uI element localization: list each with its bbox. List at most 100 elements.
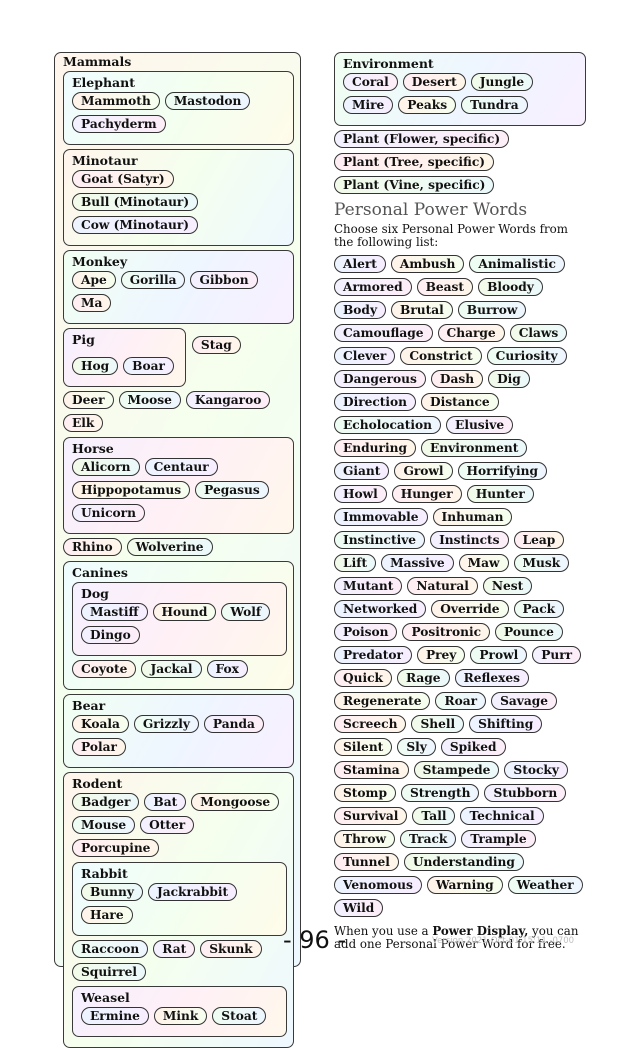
- weasel-title: Weasel: [81, 990, 130, 1005]
- tag-plant-flower-specific: Plant (Flower, specific): [334, 130, 510, 148]
- tag-skunk: Skunk: [200, 940, 262, 958]
- tag-squirrel: Squirrel: [72, 963, 147, 981]
- tag-clever: Clever: [334, 347, 396, 365]
- tag-quick: Quick: [334, 669, 392, 687]
- tag-deer: Deer: [63, 391, 114, 409]
- tag-trample: Trample: [461, 830, 536, 848]
- tag-musk: Musk: [513, 554, 570, 572]
- tag-technical: Technical: [460, 807, 544, 825]
- tag-shell: Shell: [411, 715, 465, 733]
- tag-hog: Hog: [72, 357, 119, 375]
- tag-wolverine: Wolverine: [126, 538, 213, 556]
- bear-title: Bear: [72, 698, 106, 713]
- tag-sly: Sly: [397, 738, 436, 756]
- tag-rhino: Rhino: [63, 538, 122, 556]
- tag-unicorn: Unicorn: [72, 504, 145, 522]
- rabbit-title: Rabbit: [81, 866, 128, 881]
- rodent-title: Rodent: [72, 776, 123, 791]
- tag-badger: Badger: [72, 793, 140, 811]
- tag-mastiff: Mastiff: [81, 603, 148, 621]
- tag-mire: Mire: [343, 96, 394, 114]
- tag-roar: Roar: [435, 692, 487, 710]
- tag-natural: Natural: [407, 577, 478, 595]
- tag-burrow: Burrow: [457, 301, 527, 319]
- tag-wolf: Wolf: [221, 603, 271, 621]
- tag-enduring: Enduring: [334, 439, 416, 457]
- tag-coyote: Coyote: [72, 660, 137, 678]
- tag-maw: Maw: [458, 554, 509, 572]
- tag-hunger: Hunger: [391, 485, 462, 503]
- tag-peaks: Peaks: [398, 96, 457, 114]
- tag-override: Override: [431, 600, 509, 618]
- tag-lift: Lift: [334, 554, 377, 572]
- mammals-title: Mammals: [63, 54, 132, 69]
- tag-hunter: Hunter: [466, 485, 534, 503]
- tag-pachyderm: Pachyderm: [72, 115, 166, 133]
- tag-reflexes: Reflexes: [454, 669, 529, 687]
- tag-track: Track: [399, 830, 457, 848]
- pig-title: Pig: [72, 332, 95, 347]
- tag-poison: Poison: [334, 623, 398, 641]
- tag-armored: Armored: [334, 278, 412, 296]
- tag-stampede: Stampede: [413, 761, 500, 779]
- tag-bull-minotaur: Bull (Minotaur): [72, 193, 199, 211]
- tag-tall: Tall: [412, 807, 456, 825]
- tag-body: Body: [334, 301, 387, 319]
- tag-prey: Prey: [416, 646, 466, 664]
- tag-dig: Dig: [488, 370, 530, 388]
- tag-direction: Direction: [334, 393, 417, 411]
- tag-spiked: Spiked: [440, 738, 506, 756]
- tag-giant: Giant: [334, 462, 390, 480]
- dog-title: Dog: [81, 586, 109, 601]
- tag-instinctive: Instinctive: [334, 531, 426, 549]
- power-words-heading: Personal Power Words: [334, 200, 528, 220]
- page-number: - 96 -: [283, 926, 347, 954]
- tag-pegasus: Pegasus: [195, 481, 269, 499]
- tag-ape: Ape: [72, 271, 116, 289]
- tag-stocky: Stocky: [504, 761, 568, 779]
- tag-screech: Screech: [334, 715, 407, 733]
- tag-coral: Coral: [343, 73, 398, 91]
- minotaur-tags: Goat (Satyr)Bull (Minotaur)Cow (Minotaur…: [72, 170, 287, 239]
- tag-warning: Warning: [426, 876, 503, 894]
- tag-inhuman: Inhuman: [432, 508, 513, 526]
- tag-survival: Survival: [334, 807, 408, 825]
- tag-nest: Nest: [482, 577, 533, 595]
- environment-title: Environment: [343, 56, 434, 71]
- tag-horrifying: Horrifying: [457, 462, 547, 480]
- tag-bloody: Bloody: [478, 278, 543, 296]
- tag-brutal: Brutal: [391, 301, 453, 319]
- elephant-title: Elephant: [72, 75, 136, 90]
- tag-distance: Distance: [421, 393, 499, 411]
- tag-moose: Moose: [118, 391, 181, 409]
- tag-polar: Polar: [72, 738, 126, 756]
- tag-stomp: Stomp: [334, 784, 396, 802]
- tag-claws: Claws: [509, 324, 568, 342]
- footer-text-bold: Power Display,: [432, 924, 529, 938]
- tag-environment: Environment: [420, 439, 528, 457]
- tag-centaur: Centaur: [144, 458, 218, 476]
- footer-text-post: you can add one Personal Power Word for …: [334, 924, 579, 951]
- monkey-title: Monkey: [72, 254, 128, 269]
- tag-alicorn: Alicorn: [72, 458, 140, 476]
- tag-plant-tree-specific: Plant (Tree, specific): [334, 153, 495, 171]
- tag-constrict: Constrict: [400, 347, 482, 365]
- tag-elusive: Elusive: [446, 416, 514, 434]
- version-stamp: Version 2021-Oct-01 15:11 -0700: [432, 936, 575, 946]
- tag-weather: Weather: [507, 876, 583, 894]
- tag-growl: Growl: [394, 462, 453, 480]
- tag-tundra: Tundra: [461, 96, 528, 114]
- tag-koala: Koala: [72, 715, 129, 733]
- tag-stubborn: Stubborn: [484, 784, 567, 802]
- tag-dash: Dash: [430, 370, 484, 388]
